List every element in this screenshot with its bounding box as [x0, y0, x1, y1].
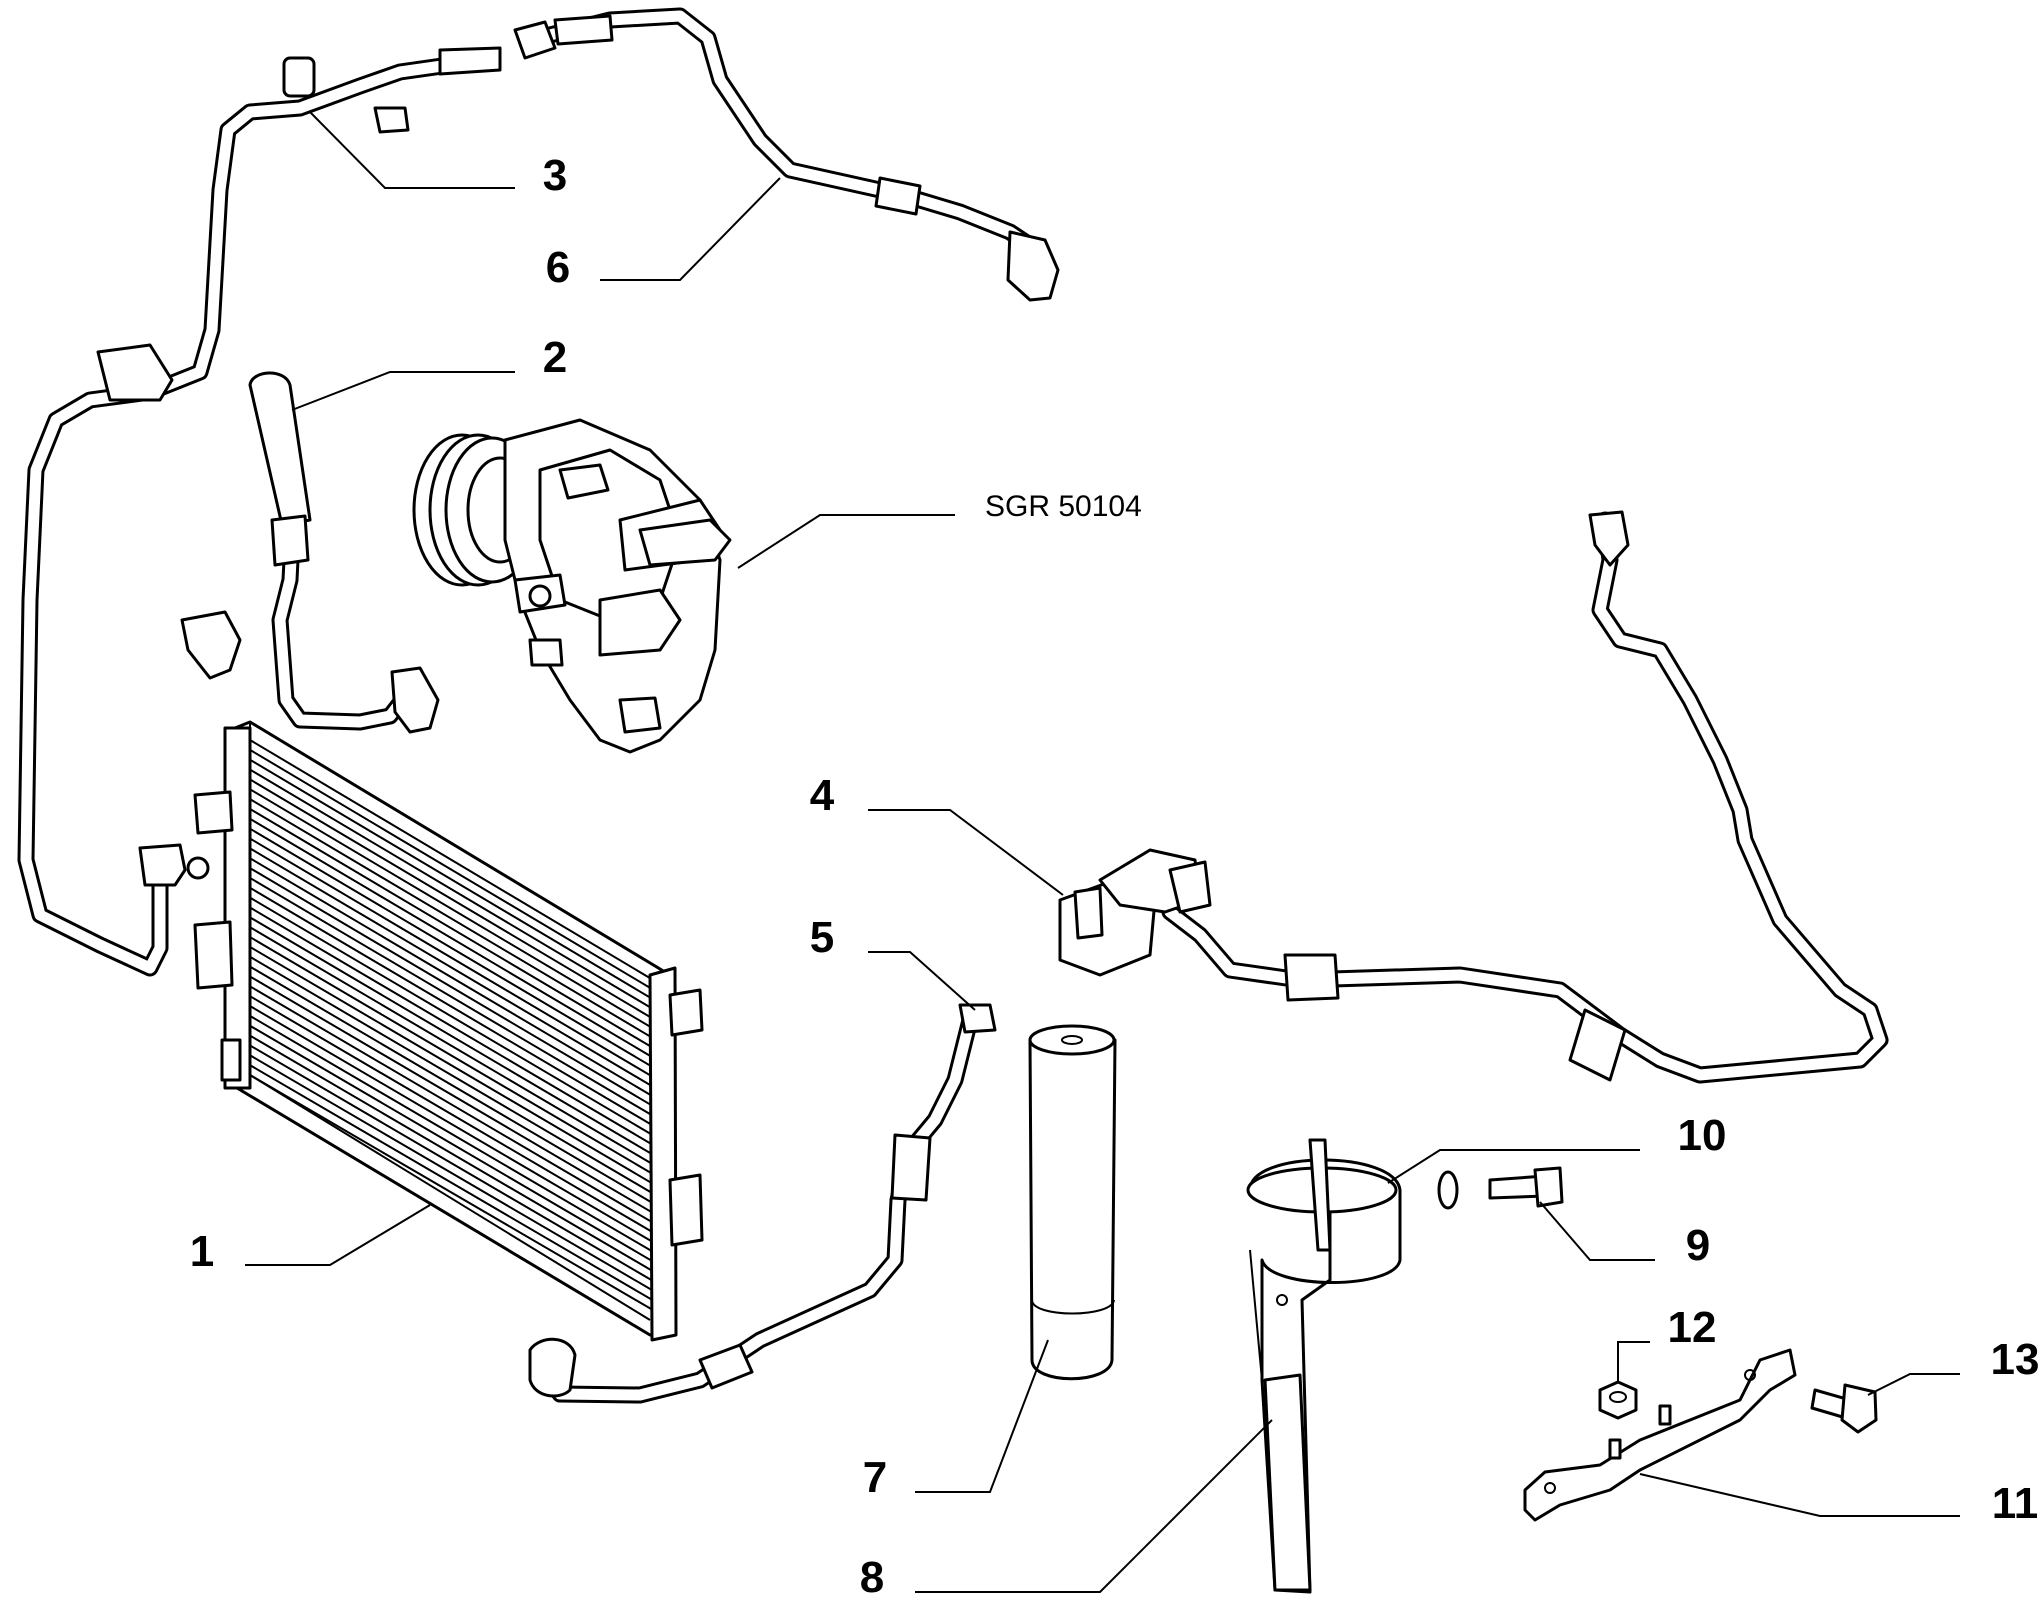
condenser-fin	[249, 1074, 671, 1321]
part-3-pipe	[17, 46, 502, 977]
condenser-fin	[249, 837, 671, 1088]
part-6-hose	[513, 7, 1060, 302]
callout-6: 6	[546, 243, 570, 292]
leader-5	[868, 951, 976, 1011]
condenser-fin	[249, 1034, 671, 1283]
condenser-fin	[249, 1005, 671, 1253]
condenser-fin	[249, 808, 671, 1059]
leader-lines	[245, 111, 1960, 1593]
condenser-fin	[249, 748, 671, 1001]
condenser-fin	[249, 817, 671, 1069]
part-12-nut	[1598, 1380, 1638, 1420]
condenser-fin	[249, 1054, 671, 1302]
part-10-oring	[1437, 1170, 1459, 1210]
part-4-10-pipe	[1058, 510, 1889, 1084]
reference-code: SGR 50104	[985, 490, 1142, 523]
part-8-bracket	[1246, 1138, 1402, 1594]
leader-8	[915, 1419, 1273, 1593]
leader-7	[915, 1339, 1049, 1493]
condenser-fin	[249, 1044, 671, 1292]
condenser-fin	[249, 798, 671, 1050]
part-9-bolt	[1488, 1166, 1564, 1208]
condenser-fin	[249, 965, 671, 1215]
part-1-condenser	[193, 720, 704, 1342]
condenser-fin	[249, 955, 671, 1205]
condenser-fin	[249, 906, 671, 1156]
callout-4: 4	[810, 771, 835, 820]
callout-13: 13	[1991, 1335, 2040, 1384]
leader-3	[309, 111, 515, 189]
condenser-fin	[249, 1024, 671, 1273]
callout-7: 7	[863, 1453, 887, 1502]
leader-11	[1639, 1473, 1960, 1517]
callout-9: 9	[1686, 1221, 1710, 1270]
condenser-fin	[249, 995, 671, 1244]
condenser-fin	[249, 886, 671, 1137]
callout-1: 1	[190, 1227, 214, 1276]
condenser-fin	[249, 946, 671, 1195]
callout-3: 3	[543, 151, 567, 200]
leader-12	[1617, 1341, 1650, 1382]
condenser-fin	[249, 739, 671, 991]
callout-5: 5	[810, 913, 834, 962]
part-2-pipe	[180, 371, 440, 734]
condenser-fin	[249, 1064, 671, 1312]
part-5-pipe	[528, 1003, 997, 1404]
compressor	[412, 418, 732, 754]
condenser-fin	[249, 877, 671, 1127]
condenser-fin	[249, 827, 671, 1079]
leader-4	[868, 809, 1064, 896]
leader-sgr	[737, 514, 955, 569]
condenser-fin	[249, 857, 671, 1108]
leader-6	[600, 177, 781, 281]
leader-9	[1539, 1201, 1655, 1261]
leader-13	[1867, 1373, 1960, 1396]
condenser-fin	[249, 985, 671, 1234]
callout-2: 2	[543, 333, 567, 382]
condenser-fin	[249, 847, 671, 1098]
condenser-fin	[249, 896, 671, 1147]
callout-10: 10	[1678, 1111, 1727, 1160]
callout-12: 12	[1668, 1303, 1717, 1352]
condenser-fin	[249, 1015, 671, 1263]
condenser-fin	[249, 926, 671, 1176]
callout-11: 11	[1992, 1479, 2039, 1528]
condenser-fin	[249, 768, 671, 1020]
condenser-fin	[249, 867, 671, 1118]
leader-2	[291, 371, 515, 411]
part-7-receiver-drier	[1028, 1024, 1117, 1381]
callout-labels: 3 6 2 SGR 50104 1 4 5 7 8 10 9 12 13 11	[190, 151, 2040, 1598]
part-11-bracket	[1523, 1348, 1797, 1522]
leader-10	[1387, 1149, 1640, 1184]
callout-8: 8	[860, 1553, 884, 1598]
condenser-fin	[249, 778, 671, 1030]
condenser-fin	[249, 788, 671, 1040]
condenser-fin	[249, 936, 671, 1185]
condenser-fin	[249, 916, 671, 1166]
condenser-fin	[249, 975, 671, 1224]
part-13-bolt	[1810, 1383, 1878, 1434]
condenser-fin	[249, 758, 671, 1011]
leader-1	[245, 1204, 431, 1266]
